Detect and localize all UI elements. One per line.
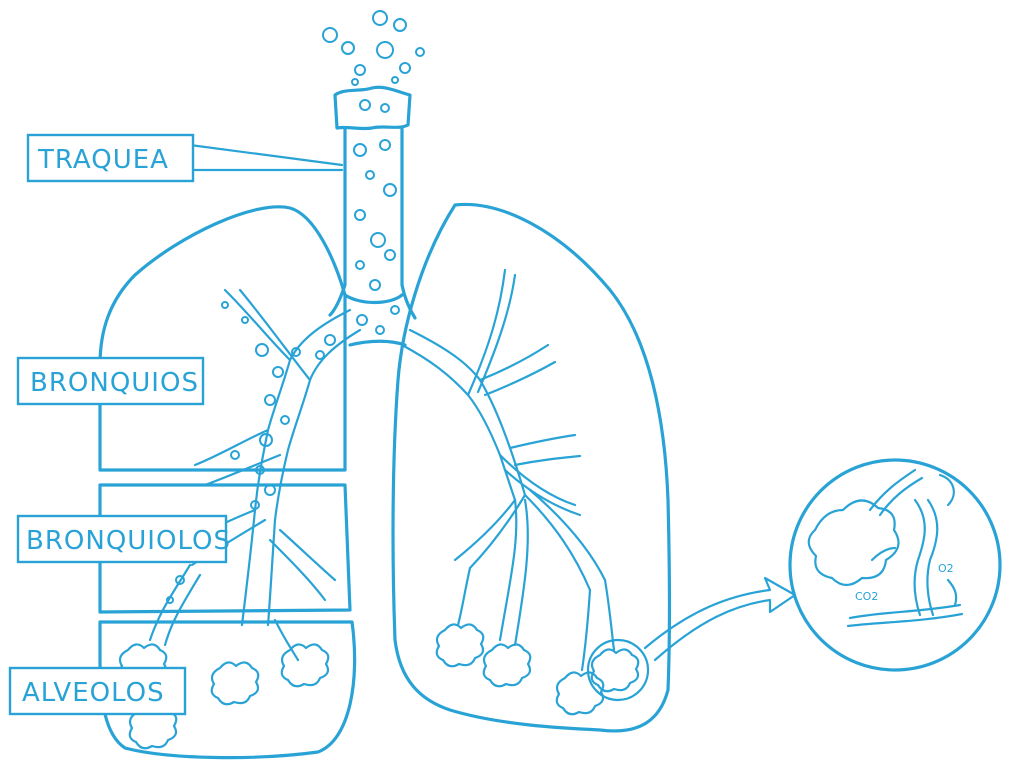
label-bronchi: BRONQUIOS: [18, 358, 203, 404]
zoom-circle: CO2 O2: [790, 460, 1000, 670]
label-alveoli-text: ALVEOLOS: [22, 678, 165, 708]
label-bronchioles-text: BRONQUIOLOS: [26, 526, 231, 556]
zoom-arrow: [645, 578, 795, 660]
co2-label: CO2: [855, 590, 878, 603]
label-trachea-text: TRAQUEA: [37, 145, 169, 175]
label-alveoli: ALVEOLOS: [10, 668, 185, 714]
label-trachea: TRAQUEA: [28, 135, 342, 181]
o2-label: O2: [938, 562, 954, 575]
trachea: [323, 11, 424, 345]
label-bronchi-text: BRONQUIOS: [30, 368, 199, 398]
label-bronchioles: BRONQUIOLOS: [18, 516, 231, 562]
right-lung: [393, 204, 669, 730]
